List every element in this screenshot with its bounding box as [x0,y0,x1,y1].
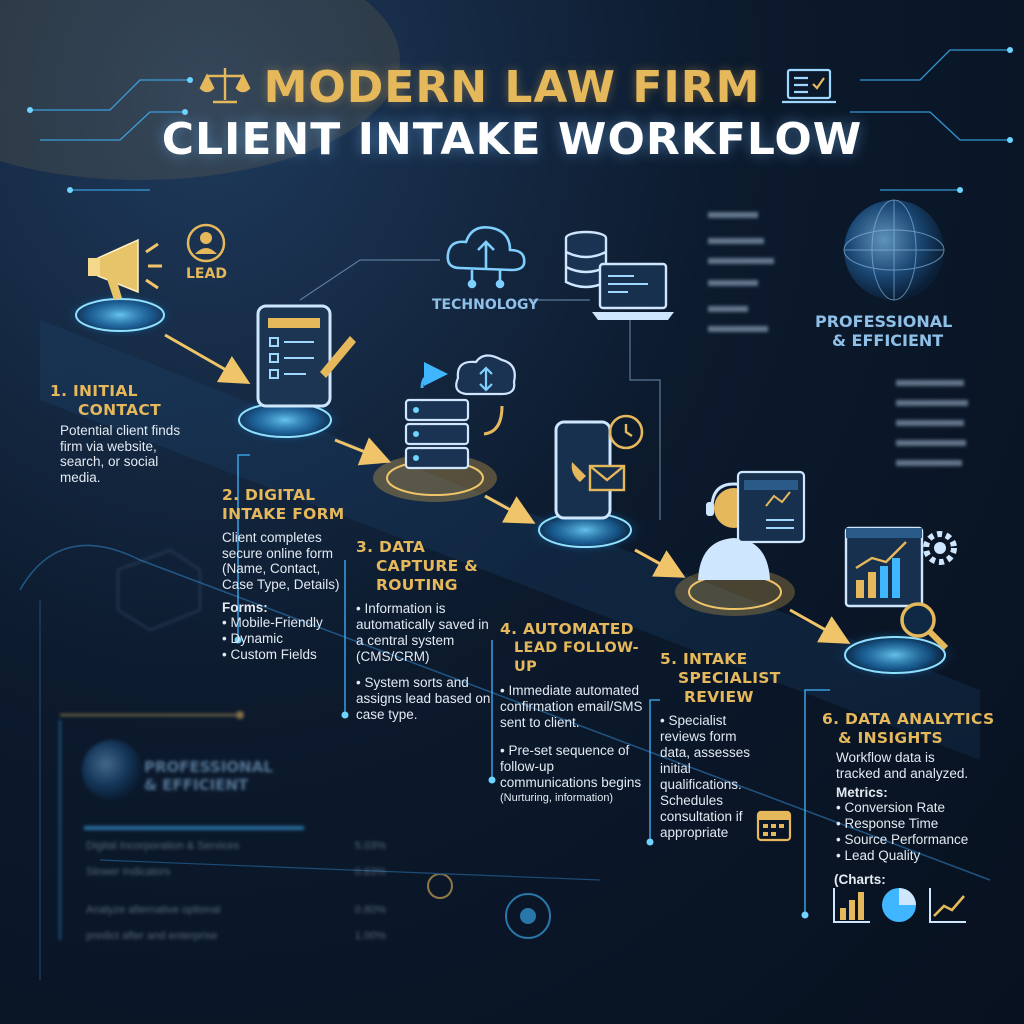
step-1-text-line: firm via website, [60,438,157,454]
globe-icon [843,199,945,301]
technology-label: TECHNOLOGY [432,297,539,313]
step-2-text-line: secure online form [222,545,334,561]
step-1-description: Potential client finds firm via website,… [50,423,220,485]
step-1-text-line: media. [60,469,101,485]
step-1-text-line: search, or social [60,454,159,469]
step-6-description: Workflow data is tracked and analyzed. [822,750,1002,781]
title-line-2: CLIENT INTAKE WORKFLOW [161,114,863,165]
step-6-metrics-list: Conversion Rate Response Time Source Per… [822,800,1002,864]
step-2-form-item: Mobile-Friendly [222,615,372,631]
step-6-heading-line2: & INSIGHTS [838,729,944,747]
step-5-heading-line2: SPECIALIST [678,669,781,687]
database-icon [564,230,608,289]
step-6-metric: Source Performance [836,832,1002,848]
pie-chart-icon [882,888,916,922]
step-6-text-line: tracked and analyzed. [836,765,969,781]
step-6-text-line: Workflow data is [836,750,935,765]
step-1-heading-line1: 1. INITIAL [50,382,138,400]
step-3-heading-line1: 3. DATA [356,538,426,556]
step-5-heading-line1: 5. INTAKE [660,650,748,668]
step-6-metrics-label: Metrics: [836,785,888,800]
line-chart-icon [929,888,966,923]
server-sync-icon [404,354,516,470]
lead-label: LEAD [186,266,227,282]
table-row: Slower Indicators 0.83% [86,866,386,878]
table-row-label: Slower Indicators [86,866,171,878]
bottom-panel-table: Digital Incorporation & Services 5.03% S… [86,840,386,942]
step-4-heading-line1: 4. AUTOMATED [500,620,634,638]
step-6-metric: Conversion Rate [836,800,1002,816]
step-2-text-line: (Name, Contact, [222,561,321,576]
laptop-checklist-icon [782,68,836,104]
bar-chart-icon [833,888,870,923]
bottom-professional-label: PROFESSIONAL [144,758,273,776]
step-4-bullet: Immediate automated confirmation email/S… [500,683,650,731]
step-2-form-item: Dynamic [222,631,372,647]
step-3-heading-line2: CAPTURE & [376,557,479,575]
scales-icon [199,68,251,104]
table-row-value: 0.80% [354,904,386,916]
step-4-note: (Nurturing, information) [500,792,614,804]
step-3-bullet: System sorts and assigns lead based on c… [356,675,494,723]
tablet-form-icon [256,304,356,408]
table-row-value: 0.83% [354,866,386,878]
step-3-bullet: Information is automatically saved in a … [356,601,494,665]
step-1-heading-line2: CONTACT [78,401,161,419]
table-row-label: Analyze alternative optional [86,904,221,916]
table-row: predict after and enterprise 1.00% [86,930,386,942]
phone-mail-icon [554,414,644,520]
megaphone-icon [88,238,162,300]
step-5-heading-line3: REVIEW [684,688,754,706]
pad-6 [831,629,959,681]
step-1: 1. INITIAL CONTACT Potential client find… [50,382,220,485]
step-3-bullets: Information is automatically saved in a … [356,601,494,723]
table-row-value: 1.00% [354,930,386,942]
step-1-text-line: Potential client finds [60,423,181,438]
step-6: 6. DATA ANALYTICS & INSIGHTS Workflow da… [822,710,1002,887]
step-5: 5. INTAKE SPECIALIST REVIEW Specialist r… [660,650,805,841]
table-row-label: predict after and enterprise [86,930,218,942]
table-row: Analyze alternative optional 0.80% [86,904,386,916]
title-line-1: MODERN LAW FIRM [263,62,761,113]
cloud-icon [446,226,526,289]
step-2-form-item: Custom Fields [222,647,372,663]
bottom-efficient-label: & EFFICIENT [144,776,249,794]
step-2-text-line: Case Type, Details) [222,576,340,592]
step-4-bullet: Pre-set sequence of follow-up communicat… [500,743,650,791]
analytics-dashboard-icon [844,526,957,651]
step-5-bullet: Specialist reviews form data, assesses i… [660,713,770,841]
laptop-icon [592,262,674,320]
step-6-metric: Response Time [836,816,1002,832]
step-pads [62,291,959,681]
step-2-heading-line1: 2. DIGITAL [222,486,316,504]
step-4: 4. AUTOMATED LEAD FOLLOW-UP Immediate au… [500,620,650,807]
professional-label: PROFESSIONAL [815,312,953,331]
step-2: 2. DIGITAL INTAKE FORM Client completes … [222,486,372,663]
step-2-forms-list: Mobile-Friendly Dynamic Custom Fields [222,615,372,663]
step-6-metric: Lead Quality [836,848,1002,864]
table-row: Digital Incorporation & Services 5.03% [86,840,386,852]
step-5-bullets: Specialist reviews form data, assesses i… [660,713,770,841]
step-3-heading-line3: ROUTING [376,576,458,594]
step-6-heading-line1: 6. DATA ANALYTICS [822,710,995,728]
step-2-description: Client completes secure online form (Nam… [222,530,372,592]
headset-specialist-icon [698,470,806,580]
efficient-label: & EFFICIENT [832,331,944,350]
step-2-forms-label: Forms: [222,600,268,615]
user-icon [186,223,226,263]
step-4-bullets: Immediate automated confirmation email/S… [500,683,650,791]
step-2-text-line: Client completes [222,530,322,545]
table-row-label: Digital Incorporation & Services [86,840,240,852]
bottom-panel-title: PROFESSIONAL & EFFICIENT [144,758,273,794]
step-6-charts-label: (Charts: [834,872,886,887]
table-row-value: 5.03% [354,840,386,852]
step-2-heading-line2: INTAKE FORM [222,505,345,523]
pad-1 [62,291,178,339]
step-4-heading-line2: LEAD FOLLOW-UP [514,640,639,675]
step-3: 3. DATA CAPTURE & ROUTING Information is… [356,538,494,723]
